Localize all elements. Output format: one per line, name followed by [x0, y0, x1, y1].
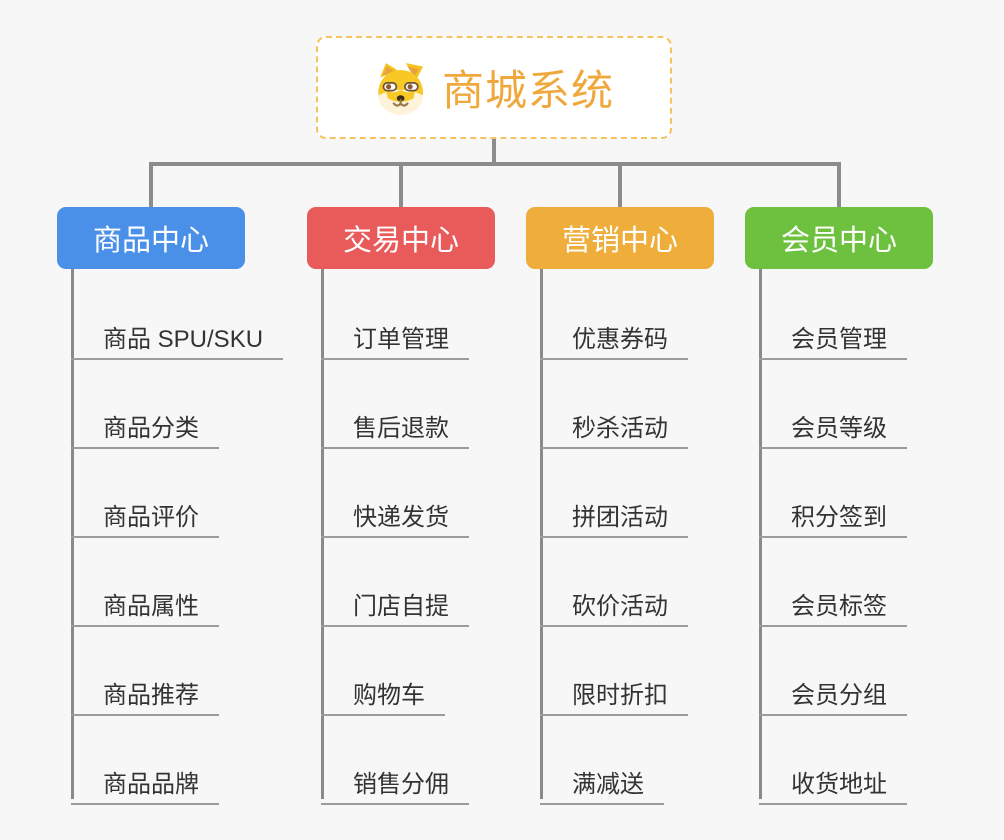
- connector-drop-marketing-center: [618, 166, 622, 207]
- leaf-node[interactable]: 商品品牌: [71, 764, 219, 805]
- leaf-node[interactable]: 销售分佣: [321, 764, 469, 805]
- leaf-label: 优惠券码: [572, 326, 668, 353]
- connector-branch-line-marketing-center: [540, 269, 543, 799]
- leaf-label: 商品 SPU/SKU: [103, 326, 264, 353]
- leaf-label: 限时折扣: [572, 682, 668, 709]
- leaf-node[interactable]: 售后退款: [321, 408, 469, 449]
- leaf-node[interactable]: 优惠券码: [540, 319, 688, 360]
- branch-node-member-center[interactable]: 会员中心: [745, 207, 933, 269]
- leaf-node[interactable]: 门店自提: [321, 586, 469, 627]
- leaf-label: 商品评价: [103, 504, 199, 531]
- leaf-label: 门店自提: [353, 593, 449, 620]
- leaf-node[interactable]: 砍价活动: [540, 586, 688, 627]
- leaf-node[interactable]: 购物车: [321, 675, 445, 716]
- root-node[interactable]: 商城系统: [316, 36, 672, 139]
- leaf-label: 秒杀活动: [572, 415, 668, 442]
- leaf-label: 会员等级: [791, 415, 887, 442]
- leaf-label: 拼团活动: [572, 504, 668, 531]
- leaf-label: 会员管理: [791, 326, 887, 353]
- leaf-label: 砍价活动: [572, 593, 668, 620]
- dog-face-icon: [378, 62, 423, 115]
- leaf-label: 积分签到: [791, 504, 887, 531]
- branch-node-trade-center[interactable]: 交易中心: [307, 207, 495, 269]
- connector-drop-trade-center: [399, 166, 403, 207]
- leaf-label: 售后退款: [353, 415, 449, 442]
- leaf-label: 订单管理: [353, 326, 449, 353]
- branch-label: 交易中心: [342, 225, 459, 257]
- branch-label: 商品中心: [92, 225, 209, 257]
- leaf-node[interactable]: 拼团活动: [540, 497, 688, 538]
- connector-rail: [149, 162, 841, 166]
- leaf-label: 快递发货: [353, 504, 449, 531]
- leaf-node[interactable]: 会员标签: [759, 586, 907, 627]
- leaf-label: 商品分类: [103, 415, 199, 442]
- branch-node-product-center[interactable]: 商品中心: [57, 207, 245, 269]
- leaf-node[interactable]: 会员等级: [759, 408, 907, 449]
- connector-drop-product-center: [149, 166, 153, 207]
- leaf-label: 销售分佣: [353, 771, 449, 798]
- leaf-node[interactable]: 限时折扣: [540, 675, 688, 716]
- leaf-label: 商品属性: [103, 593, 199, 620]
- leaf-node[interactable]: 订单管理: [321, 319, 469, 360]
- connector-branch-line-product-center: [71, 269, 74, 799]
- leaf-label: 商品推荐: [103, 682, 199, 709]
- connector-branch-line-trade-center: [321, 269, 324, 799]
- branch-node-marketing-center[interactable]: 营销中心: [526, 207, 714, 269]
- leaf-node[interactable]: 收货地址: [759, 764, 907, 805]
- leaf-node[interactable]: 商品分类: [71, 408, 219, 449]
- leaf-node[interactable]: 会员分组: [759, 675, 907, 716]
- leaf-node[interactable]: 商品推荐: [71, 675, 219, 716]
- leaf-node[interactable]: 商品评价: [71, 497, 219, 538]
- connector-root-stub: [492, 139, 496, 163]
- branch-label: 营销中心: [561, 225, 678, 257]
- connector-drop-member-center: [837, 166, 841, 207]
- branch-label: 会员中心: [780, 225, 897, 257]
- leaf-label: 会员标签: [791, 593, 887, 620]
- leaf-label: 收货地址: [791, 771, 887, 798]
- leaf-label: 会员分组: [791, 682, 887, 709]
- leaf-node[interactable]: 商品属性: [71, 586, 219, 627]
- leaf-node[interactable]: 商品 SPU/SKU: [71, 319, 284, 360]
- leaf-label: 购物车: [353, 682, 425, 709]
- leaf-node[interactable]: 快递发货: [321, 497, 469, 538]
- leaf-node[interactable]: 满减送: [540, 764, 664, 805]
- connector-branch-line-member-center: [759, 269, 762, 799]
- root-label: 商城系统: [441, 67, 614, 114]
- leaf-label: 满减送: [572, 771, 644, 798]
- leaf-node[interactable]: 会员管理: [759, 319, 907, 360]
- leaf-label: 商品品牌: [103, 771, 199, 798]
- leaf-node[interactable]: 秒杀活动: [540, 408, 688, 449]
- leaf-node[interactable]: 积分签到: [759, 497, 907, 538]
